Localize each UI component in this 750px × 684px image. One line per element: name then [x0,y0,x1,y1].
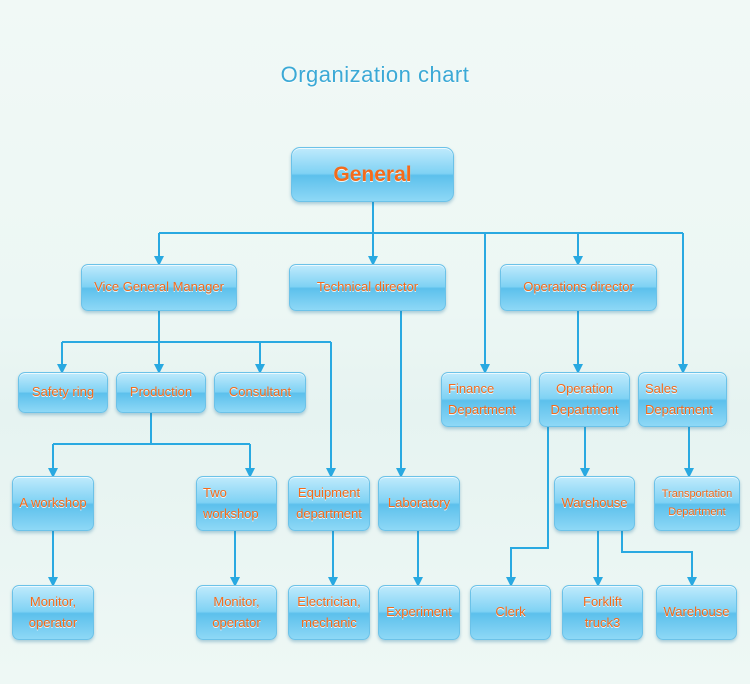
node-general: General [291,147,454,202]
edge-operation-clerk [506,427,549,587]
node-warehouse-bottom: Warehouse [656,585,737,640]
node-laboratory: Laboratory [378,476,460,531]
node-production: Production [116,372,206,413]
chart-title: Organization chart [280,62,470,87]
node-experiment: Experiment [378,585,460,640]
node-sales-department: Sales Department [638,372,727,427]
node-vice-general-manager: Vice General Manager [81,264,237,311]
edge-warehouse-warehouse [621,531,697,587]
node-safety-ring: Safety ring [18,372,108,413]
node-monitor-operator-a: Monitor, operator [12,585,94,640]
node-monitor-operator-two: Monitor, operator [196,585,277,640]
node-equipment-department: Equipment department [288,476,370,531]
node-operation-department: Operation Department [539,372,630,427]
node-electrician-mechanic: Electrician, mechanic [288,585,370,640]
node-operations-director: Operations director [500,264,657,311]
node-warehouse-mid: Warehouse [554,476,635,531]
node-clerk: Clerk [470,585,551,640]
node-finance-department: Finance Department [441,372,531,427]
node-forklift-truck: Forklift truck3 [562,585,643,640]
node-transportation-department: Transportation Department [654,476,740,531]
node-two-workshop: Two workshop [196,476,277,531]
node-a-workshop: A workshop [12,476,94,531]
node-consultant: Consultant [214,372,306,413]
node-technical-director: Technical director [289,264,446,311]
